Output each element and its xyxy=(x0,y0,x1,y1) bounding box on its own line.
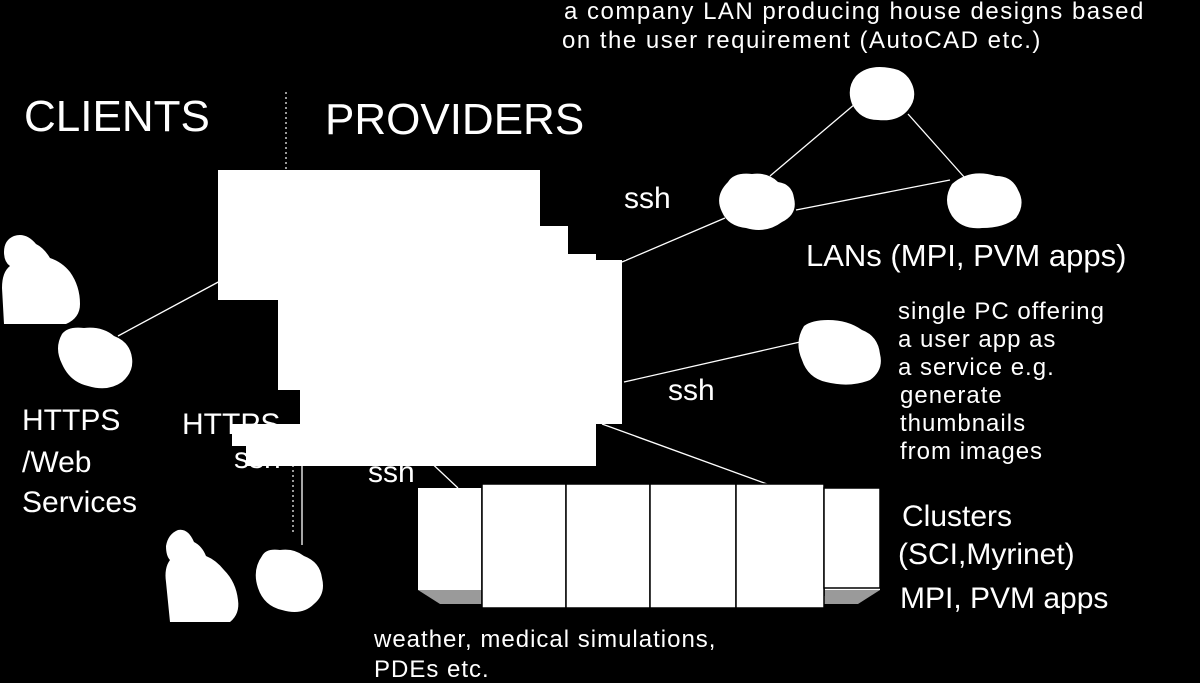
https-web-line1: HTTPS xyxy=(22,404,121,437)
https-ssh-line1: HTTPS xyxy=(182,408,281,441)
company-lan-label-line2: on the user requirement (AutoCAD etc.) xyxy=(562,27,1042,54)
providers-header: PROVIDERS xyxy=(325,95,585,144)
link-lan-a-c xyxy=(795,179,951,211)
server-stack-icon xyxy=(218,170,626,466)
link-client-server xyxy=(117,279,223,337)
link-server-pc xyxy=(623,341,801,383)
cluster-apps-line2: PDEs etc. xyxy=(374,656,490,683)
ssh-cluster-left-label: ssh xyxy=(368,456,415,489)
single-pc-line5: thumbnails xyxy=(900,410,1027,437)
lans-label: LANs (MPI, PVM apps) xyxy=(806,238,1127,273)
https-ssh-line2: ssh xyxy=(234,442,281,475)
cloud-node-icon xyxy=(255,549,323,612)
link-server-cluster-right xyxy=(601,423,779,489)
cloud-node-icon xyxy=(849,67,915,121)
ssh-pc-label: ssh xyxy=(668,374,715,407)
single-pc-line2: a user app as xyxy=(898,326,1057,353)
cluster-apps-line1: weather, medical simulations, xyxy=(374,626,717,653)
user-icon xyxy=(2,235,80,324)
single-pc-line3: a service e.g. xyxy=(898,354,1055,381)
single-pc-line4: generate xyxy=(900,382,1003,409)
cloud-node-icon xyxy=(947,173,1022,229)
https-web-line2: /Web xyxy=(22,446,92,479)
clients-header: CLIENTS xyxy=(24,92,210,141)
cloud-node-icon xyxy=(58,327,133,389)
single-pc-line1: single PC offering xyxy=(898,298,1105,325)
https-web-line3: Services xyxy=(22,486,138,519)
link-lan-b-c xyxy=(907,113,966,179)
user-icon xyxy=(165,529,239,622)
ssh-lan-label: ssh xyxy=(624,182,671,215)
cloud-node-icon xyxy=(719,173,795,230)
link-lan-a-b xyxy=(769,103,856,177)
company-lan-label-line1: a company LAN producing house designs ba… xyxy=(564,0,1145,25)
clusters-line2: (SCI,Myrinet) xyxy=(898,538,1075,571)
link-server-lan xyxy=(621,217,726,263)
single-pc-line6: from images xyxy=(900,438,1044,465)
cloud-node-icon xyxy=(798,320,881,385)
ssh-cluster-right-label: ssh xyxy=(496,438,543,471)
cluster-rack-icon xyxy=(418,483,881,609)
clusters-line1: Clusters xyxy=(902,500,1013,533)
clusters-line3: MPI, PVM apps xyxy=(900,582,1109,615)
